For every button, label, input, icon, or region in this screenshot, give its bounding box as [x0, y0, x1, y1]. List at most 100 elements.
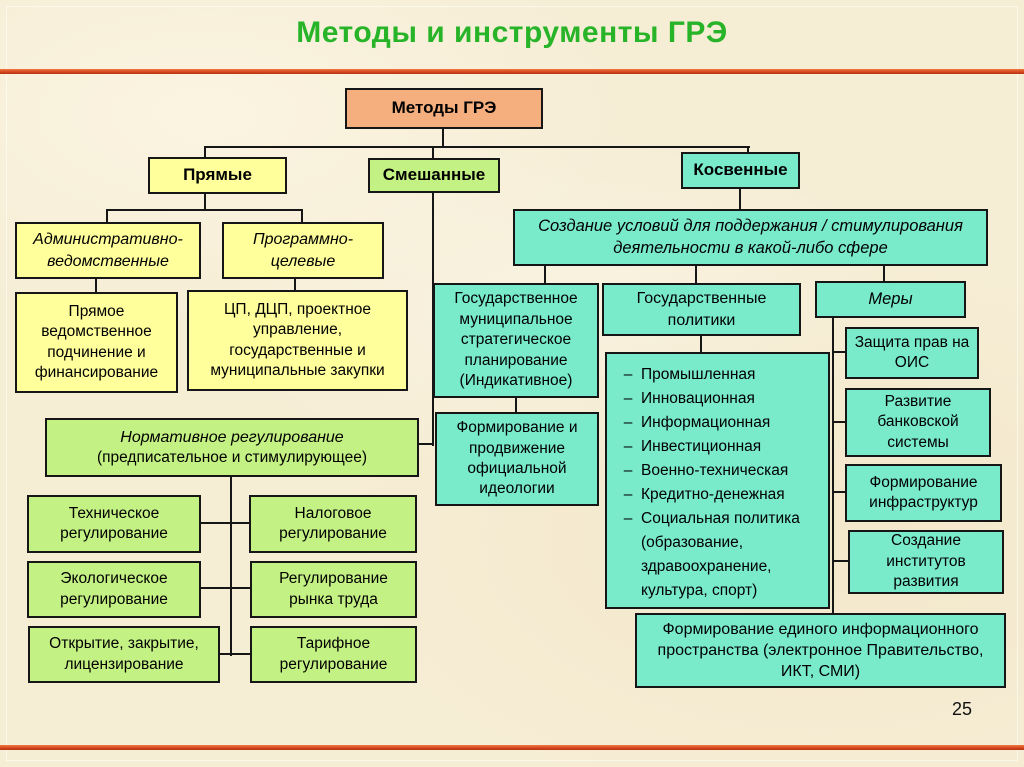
- connector-line: [95, 278, 97, 293]
- policy-list-item: –Инвестиционная: [615, 435, 824, 459]
- list-item-label: Социальная политика (образование, здраво…: [641, 510, 800, 599]
- node-smeshannye: Смешанные: [368, 158, 500, 193]
- policy-list-item: –Кредитно-денежная: [615, 483, 824, 507]
- node-ekologicheskoe-regulirovanie: Экологическое регулирование: [27, 561, 201, 618]
- node-label: Прямые: [183, 165, 252, 185]
- node-nalogovoe-regulirovanie: Налоговое регулирование: [249, 495, 417, 553]
- node-gos-politiki-list: –Промышленная–Инновационная–Информационн…: [605, 352, 830, 609]
- policy-list-item: –Информационная: [615, 411, 824, 435]
- connector-line: [700, 335, 702, 353]
- connector-line: [832, 351, 846, 353]
- node-formirovanie-infrastruktur: Формирование инфраструктур: [845, 464, 1002, 522]
- node-formirovanie-ideologii: Формирование и продвижение официальной и…: [435, 412, 599, 506]
- connector-line: [695, 265, 697, 284]
- bottom-accent-line: [0, 745, 1024, 750]
- node-label: Открытие, закрытие, лицензирование: [49, 635, 199, 673]
- node-regulirovanie-rynka-truda: Регулирование рынка труда: [250, 561, 417, 618]
- policy-list-item: –Инновационная: [615, 387, 824, 411]
- list-item-label: Военно-техническая: [641, 462, 789, 479]
- connector-line: [832, 560, 849, 562]
- page-number: 25: [951, 699, 973, 719]
- node-label: Регулирование рынка труда: [279, 570, 388, 608]
- node-otkrytie-zakrytie: Открытие, закрытие, лицензирование: [28, 626, 220, 683]
- node-label: ЦП, ДЦП, проектное управление, государст…: [210, 300, 385, 379]
- node-label-line2: (предписательное и стимулирующее): [96, 448, 368, 466]
- node-normativnoe-regulirovanie: Нормативное регулирование (предписательн…: [45, 418, 419, 477]
- node-label: Создание институтов развития: [886, 532, 966, 591]
- node-gos-politiki: Государственные политики: [602, 283, 801, 336]
- connector-line: [832, 491, 846, 493]
- connector-line: [106, 209, 303, 211]
- node-pryamoe-podchinenie: Прямое ведомственное подчинение и финанс…: [15, 292, 178, 393]
- connector-line: [301, 209, 303, 223]
- node-label: Формирование и продвижение официальной и…: [456, 419, 578, 498]
- list-dash: –: [623, 486, 633, 503]
- connector-line: [883, 265, 885, 282]
- top-accent-line: [0, 69, 1024, 74]
- connector-line: [832, 421, 846, 423]
- slide-title: Методы и инструменты ГРЭ: [296, 16, 728, 49]
- policy-list-item: –Промышленная: [615, 363, 824, 387]
- node-label: Развитие банковской системы: [877, 392, 959, 451]
- node-label: Программно-целевые: [252, 231, 354, 270]
- node-label: Защита прав на ОИС: [854, 333, 970, 371]
- node-label: Прямое ведомственное подчинение и финанс…: [34, 302, 159, 381]
- node-cp-dcp-zakupki: ЦП, ДЦП, проектное управление, государст…: [187, 290, 408, 391]
- node-label: Меры: [868, 289, 913, 308]
- node-label: Формирование инфраструктур: [869, 473, 978, 511]
- node-label: Тарифное регулирование: [279, 635, 388, 673]
- connector-line: [204, 193, 206, 211]
- node-kosvennye: Косвенные: [681, 152, 800, 189]
- node-label: Создание условий для поддержания / стиму…: [538, 216, 963, 257]
- list-item-label: Инновационная: [641, 390, 755, 407]
- connector-line: [204, 146, 750, 148]
- node-edinoe-prostranstvo: Формирование единого информационного про…: [635, 613, 1006, 688]
- connector-line: [294, 278, 296, 291]
- node-label: Методы ГРЭ: [391, 98, 497, 118]
- node-mery: Меры: [815, 281, 966, 318]
- policy-list-item: –Военно-техническая: [615, 459, 824, 483]
- node-label: Смешанные: [382, 165, 486, 185]
- node-label: Экологическое регулирование: [60, 570, 168, 608]
- connector-line: [200, 522, 250, 524]
- node-zashchita-prav-ois: Защита прав на ОИС: [845, 327, 979, 379]
- connector-line: [515, 397, 517, 413]
- node-label: Налоговое регулирование: [279, 504, 387, 542]
- policy-list-item: –Социальная политика (образование, здрав…: [615, 507, 824, 603]
- list-dash: –: [623, 462, 633, 479]
- connector-line: [442, 128, 444, 147]
- node-pryamye: Прямые: [148, 157, 287, 194]
- node-metody-gre: Методы ГРЭ: [345, 88, 543, 129]
- connector-line: [200, 587, 251, 589]
- connector-line: [106, 209, 108, 223]
- connector-line: [230, 476, 232, 656]
- node-sozdanie-institutov: Создание институтов развития: [848, 530, 1004, 594]
- node-gos-strategicheskoe-planirovanie: Государственное муниципальное стратегиче…: [433, 283, 599, 398]
- node-label: Государственные политики: [636, 290, 767, 329]
- node-razvitie-bankovskoj-sistemy: Развитие банковской системы: [845, 388, 991, 457]
- connector-line: [832, 317, 834, 614]
- node-label: Формирование единого информационного про…: [657, 620, 984, 681]
- node-label: Административно-ведомственные: [33, 231, 183, 270]
- list-item-label: Кредитно-денежная: [641, 486, 785, 503]
- connector-line: [739, 189, 741, 210]
- node-label: Косвенные: [693, 160, 788, 180]
- list-dash: –: [623, 366, 633, 383]
- node-label: Государственное муниципальное стратегиче…: [454, 290, 578, 390]
- node-administrativno-vedomstvennye: Административно-ведомственные: [15, 222, 201, 279]
- node-tarifnoe-regulirovanie: Тарифное регулирование: [250, 626, 417, 683]
- connector-line: [219, 653, 251, 655]
- connector-line: [432, 146, 434, 159]
- connector-line: [544, 265, 546, 284]
- node-tehnicheskoe-regulirovanie: Техническое регулирование: [27, 495, 201, 553]
- connector-line: [204, 146, 206, 158]
- connector-line: [432, 192, 434, 446]
- node-programmno-celevye: Программно-целевые: [222, 222, 384, 279]
- list-dash: –: [623, 438, 633, 455]
- list-dash: –: [623, 510, 633, 527]
- node-label: Техническое регулирование: [60, 504, 168, 542]
- connector-line: [747, 146, 749, 153]
- list-dash: –: [623, 390, 633, 407]
- list-dash: –: [623, 414, 633, 431]
